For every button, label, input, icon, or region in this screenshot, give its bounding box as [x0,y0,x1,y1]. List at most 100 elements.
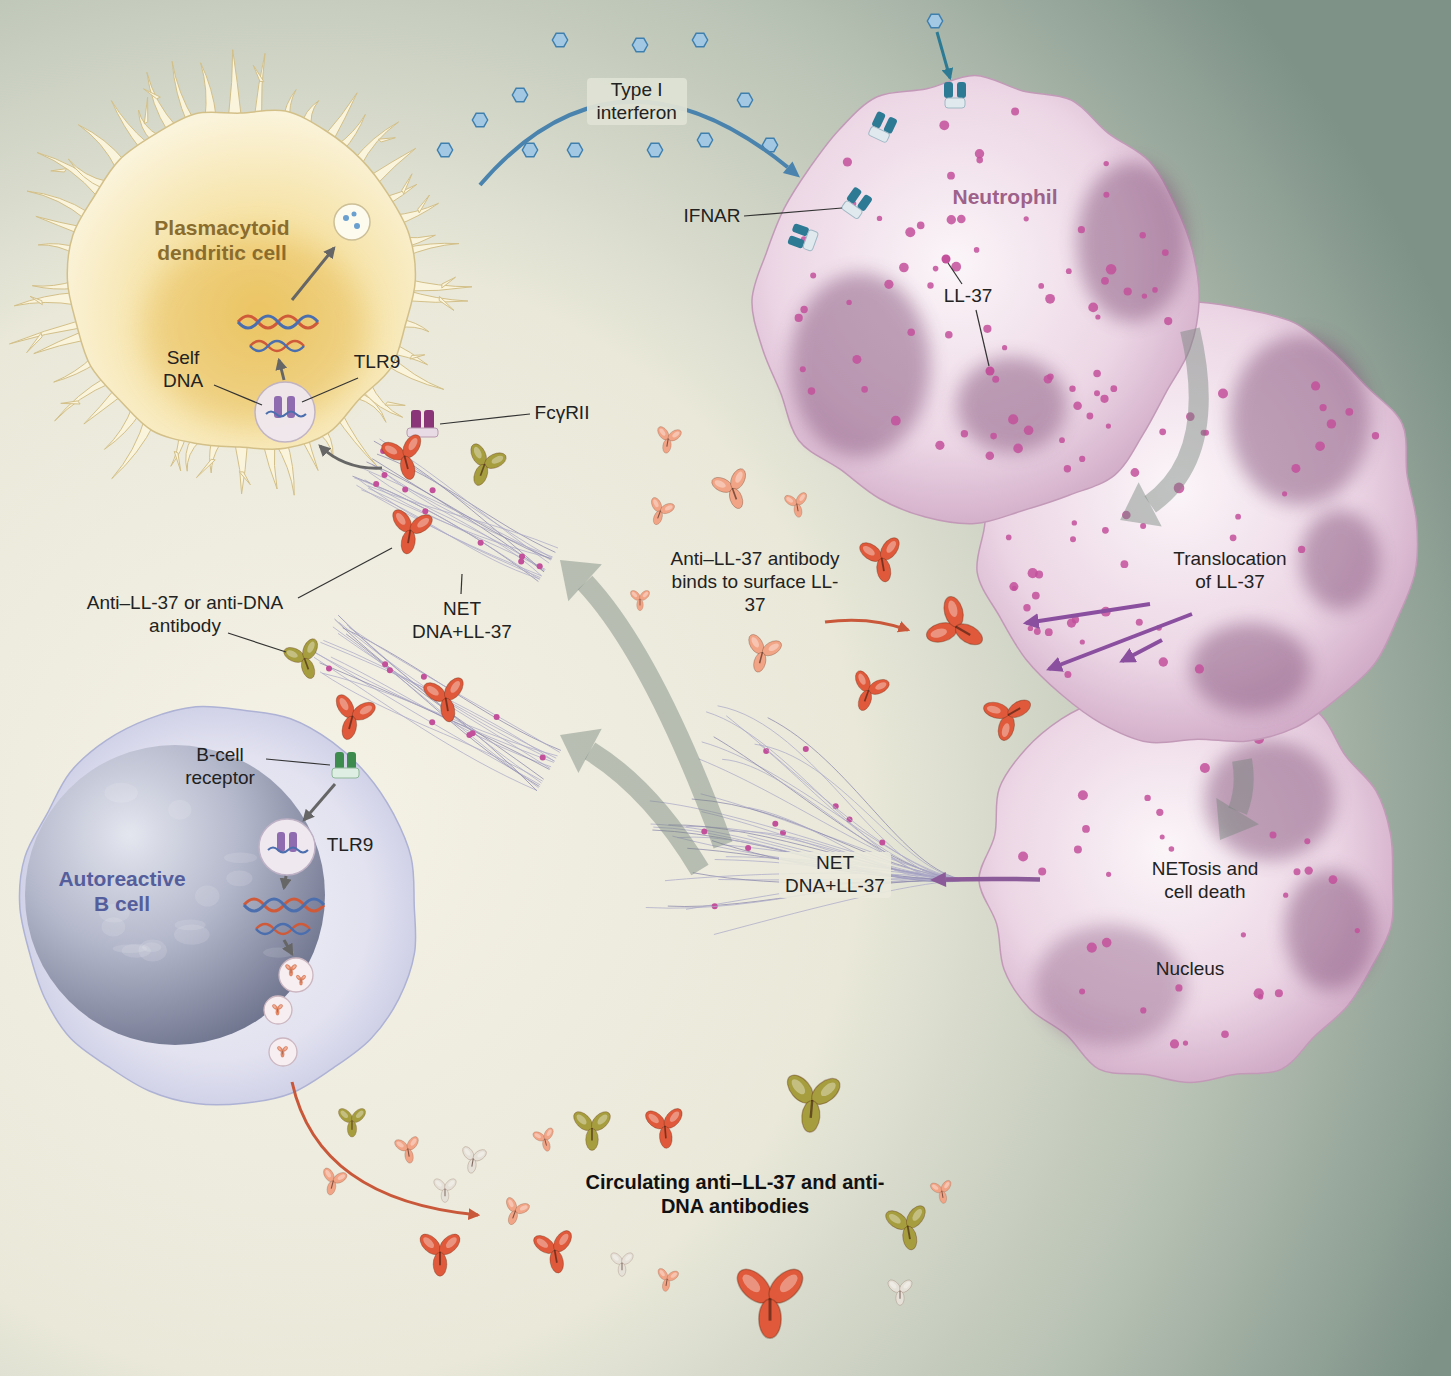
dendritic-cell-interior [334,204,370,240]
net-fiber [347,625,542,783]
granule [1159,657,1168,666]
text-slot: B-cell receptor [175,744,265,790]
text-slot: NETosis and cell death [1140,858,1270,904]
translocation-arrows [825,620,908,630]
interferon-molecules [522,143,537,156]
leader-lines [744,208,842,216]
antibodies [706,463,759,515]
granule [957,215,966,224]
interferon-molecules [437,143,452,156]
granule [1095,314,1100,319]
granule [1121,560,1129,568]
b-cell-interior [347,752,356,770]
granule [1230,534,1237,541]
granule [992,376,999,383]
granule [808,387,816,395]
granule [1002,345,1007,350]
leader-lines [298,548,392,598]
net-complex: NET DNA+LL-37 [700,845,930,910]
dendrite [30,296,42,304]
text-slot: FcγRII [522,402,602,425]
net-fiber [320,663,550,770]
chromatin [168,800,191,820]
callout-label: LL-37 [938,285,998,308]
dendrite [144,97,148,124]
granule [899,263,909,273]
granule [1270,832,1277,839]
cell-drawing [314,439,561,791]
granule [1024,426,1034,436]
interferon-molecules [697,133,712,146]
translocation-arrows [1026,604,1150,623]
edge-label: Type I interferon [587,78,687,126]
granule [947,215,956,224]
dendritic-cell-interior [424,410,434,430]
text-slot: TLR9 [320,834,380,857]
ll37-dot [422,508,428,514]
granule [1100,395,1108,403]
nucleus [25,745,325,1045]
antibodies [457,438,512,493]
antibodies [419,673,474,726]
granule [1152,287,1158,293]
granule [1034,628,1041,635]
granule [1094,390,1100,396]
chromatin [226,870,252,886]
ll37-dot [879,839,885,845]
b-cell-interior [279,958,313,992]
b-cell-interior [332,768,359,778]
leader-lines [302,378,358,402]
ll37-granule [942,255,995,376]
b-cell-interior [244,899,324,911]
leader-lines [214,385,262,405]
granule [1028,626,1033,631]
node-label: Nucleus [1135,958,1245,981]
granule [939,120,949,130]
granule [1159,428,1166,435]
antibodies [570,1108,614,1150]
net-fiber [349,627,560,752]
granule [1038,283,1044,289]
net-fiber [369,472,545,570]
granule [1067,619,1076,628]
granule [852,355,861,364]
arrow-head [1120,482,1162,526]
ll37-dot [519,553,525,559]
net-fiber [335,619,544,779]
dendritic-cell-interior [238,204,438,468]
granule [1241,932,1246,937]
translocation-arrows [1049,614,1192,669]
b-cell-interior [335,752,344,770]
b-cell-interior [284,940,292,954]
ll37-dot [478,540,484,546]
ifnar-receptors [787,82,966,252]
granule [1023,604,1030,611]
granule [945,331,953,339]
ll37-dot [430,487,436,493]
dendrite [27,333,42,353]
chromatin [174,924,210,944]
granule [907,328,915,336]
dendrite [172,61,195,123]
interferon-molecules [437,14,950,156]
dendrite [239,472,250,485]
granule [1254,988,1264,998]
ll37-dot [470,730,476,736]
leader-lines [440,414,530,424]
ll37-dot [382,472,388,478]
granule [1283,893,1288,898]
granule [1221,1030,1229,1038]
interferon-molecules [552,33,567,46]
interferon-molecules [647,143,662,156]
granule [1024,216,1029,221]
dendrite [197,459,216,477]
granule [810,272,816,278]
granule [1140,1007,1146,1013]
dendrite [255,53,265,116]
net-fiber [323,640,556,758]
antibodies [855,533,910,586]
b-cell-interior [295,974,306,985]
b-cell-interior [292,1082,478,1215]
ll37-dot [429,719,435,725]
antibodies [392,1134,425,1166]
